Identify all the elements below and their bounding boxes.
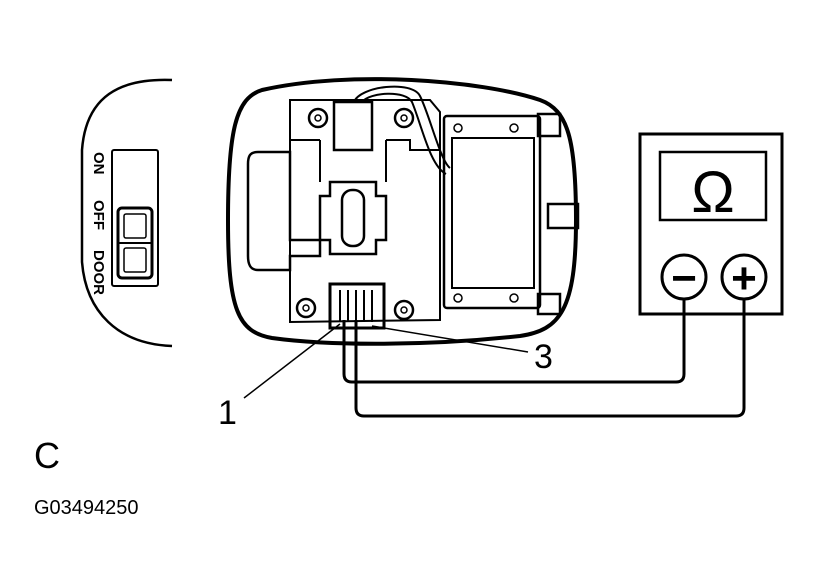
bulb xyxy=(340,188,366,248)
clip-top xyxy=(536,112,562,138)
switch-knob-inner-top xyxy=(123,213,147,239)
screw-bottom-left xyxy=(295,297,317,319)
ohmmeter-display xyxy=(658,150,768,222)
callout-label-1: 1 xyxy=(218,394,237,432)
ohm-symbol: Ω xyxy=(691,160,734,225)
switch-slot xyxy=(111,149,159,287)
ohmmeter xyxy=(638,132,784,316)
lens-panel-inner xyxy=(451,137,535,289)
negative-symbol: − xyxy=(671,254,697,303)
clip-middle xyxy=(546,202,580,230)
test-leads xyxy=(342,299,746,418)
callout-line-3 xyxy=(371,325,529,353)
ohmmeter-body xyxy=(638,132,784,316)
callout-lines xyxy=(243,323,529,399)
switch-knob-inner-bottom xyxy=(123,247,147,273)
positive-lead xyxy=(354,299,746,418)
switch-label-off: OFF xyxy=(90,200,107,230)
lamp-inner-contour xyxy=(246,150,322,272)
switch-panel-outline xyxy=(80,78,173,348)
screw-bottom-right xyxy=(393,299,415,321)
figure-id: G03494250 xyxy=(34,497,139,519)
bulb-socket xyxy=(318,180,388,256)
switch-panel xyxy=(80,78,173,348)
top-connector xyxy=(332,100,374,152)
screw-top-left xyxy=(307,107,329,129)
callout-line-1 xyxy=(243,323,341,399)
clip-bottom xyxy=(536,292,562,316)
internal-wire xyxy=(353,85,451,175)
screw-top-right xyxy=(393,107,415,129)
callout-label-3: 3 xyxy=(534,338,553,376)
view-label: C xyxy=(34,435,60,476)
lamp-assembly xyxy=(225,77,580,346)
lens-panel xyxy=(442,114,542,310)
positive-symbol: + xyxy=(731,254,757,303)
housing-upper-step xyxy=(290,139,440,151)
switch-label-door: DOOR xyxy=(90,250,107,295)
negative-lead xyxy=(342,299,686,384)
switch-label-on: ON xyxy=(90,152,107,175)
lamp-housing-inner xyxy=(289,99,441,324)
lamp-housing-outer xyxy=(225,77,579,346)
